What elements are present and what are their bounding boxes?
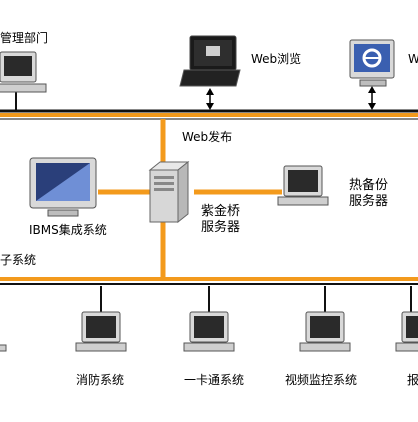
web-browse-2-label: W	[408, 52, 418, 66]
web-browse-2-arrow	[368, 86, 376, 110]
video-system-label: 视频监控系统	[285, 373, 358, 387]
server-label: 紫金桥 服务器	[201, 204, 241, 235]
alarm-system-label: 报	[407, 373, 418, 387]
laptop-icon	[179, 35, 241, 87]
server-tower-icon	[148, 160, 190, 224]
alarm-terminal-icon	[395, 311, 418, 352]
web-browse-1-arrow	[206, 88, 214, 110]
fire-system-label: 消防系统	[76, 373, 125, 387]
web-publish-label: Web发布	[182, 130, 233, 144]
browser-workstation-icon	[349, 39, 395, 87]
left-partial-terminal-icon	[0, 344, 7, 352]
backup-computer-icon	[277, 165, 329, 206]
ibms-monitor-icon	[29, 157, 97, 217]
mgmt-computer-icon	[0, 51, 47, 93]
web-browse-1-label: Web浏览	[251, 52, 302, 66]
card-system-label: 一卡通系统	[184, 373, 245, 387]
ibms-label: IBMS集成系统	[29, 223, 107, 237]
mgmt-dept-label: 管理部门	[0, 31, 49, 45]
card-terminal-icon	[183, 311, 235, 352]
hot-backup-label: 热备份 服务器	[349, 178, 389, 209]
bottom-drops	[100, 286, 412, 314]
subsystem-label: 子系统	[0, 253, 37, 267]
bottom-network-bus	[0, 277, 418, 285]
fire-terminal-icon	[75, 311, 127, 352]
top-network-bus	[0, 109, 418, 120]
video-terminal-icon	[299, 311, 351, 352]
